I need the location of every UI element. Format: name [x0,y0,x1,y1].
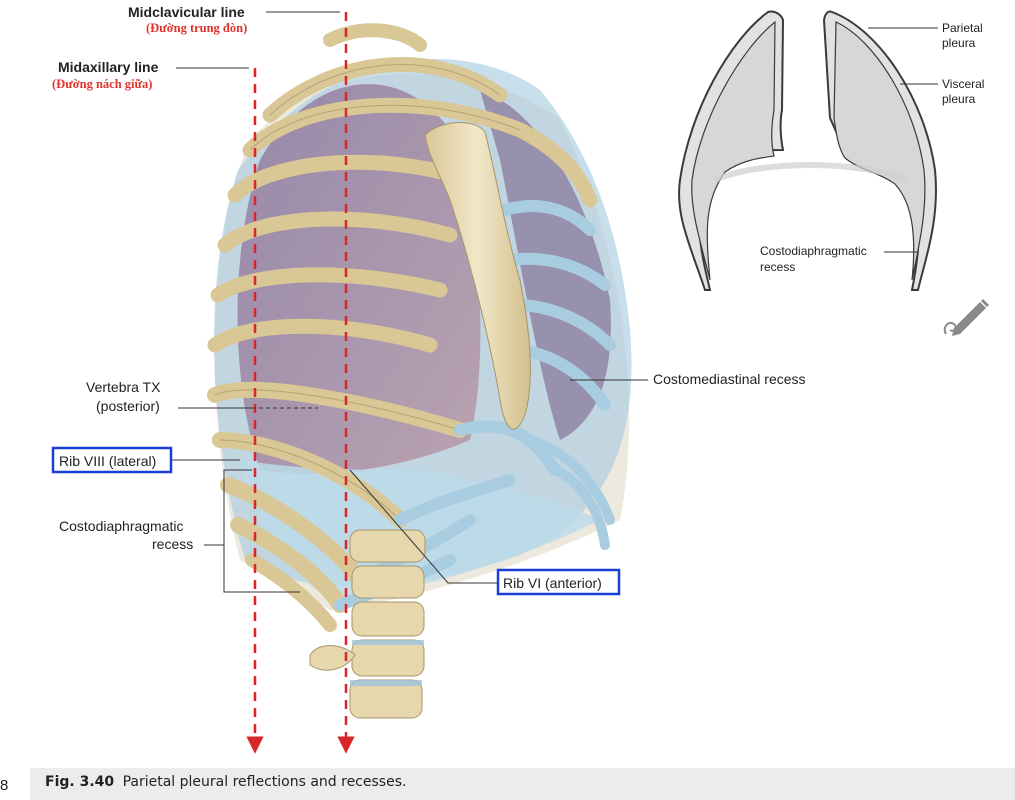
rib6-highlight-box [496,568,621,596]
midclavicular-label: Midclavicular line [128,4,245,20]
costodiaphragmatic-sub-label: recess [152,536,193,552]
page-number: 8 [0,777,9,794]
costodiaphragmatic-label: Costodiaphragmatic [59,518,184,534]
vertebra-sub-label: (posterior) [96,398,160,414]
costomediastinal-label: Costomediastinal recess [653,371,806,387]
thorax-illustration [207,23,632,719]
inset-costo-sub-label: recess [760,260,795,274]
figure-caption-text: Parietal pleural reflections and recesse… [122,774,407,790]
pleura-inset-diagram: Parietal pleura Visceral pleura Costodia… [678,10,984,291]
vertebra-label: Vertebra TX [86,379,161,395]
midaxillary-label: Midaxillary line [58,59,159,75]
rib8-label: Rib VIII (lateral) [59,453,156,469]
rib6-label: Rib VI (anterior) [503,575,602,591]
figure-caption: Fig. 3.40 Parietal pleural reflections a… [45,774,406,790]
inset-visceral-label: Visceral [942,77,984,91]
inset-costo-label: Costodiaphragmatic [760,244,867,258]
edit-pencil-icon[interactable] [943,298,990,336]
caption-bar [30,768,1015,800]
vertebral-column [309,529,426,719]
inset-parietal-sub-label: pleura [942,36,976,50]
labels: Midclavicular line (Đường trung đòn) Mid… [51,4,806,596]
sternum [424,122,531,430]
figure-label: Fig. 3.40 [45,774,115,790]
inset-parietal-label: Parietal [942,21,983,35]
guide-lines [246,12,355,754]
midaxillary-viet-label: (Đường nách giữa) [52,77,152,91]
midclavicular-viet-label: (Đường trung đòn) [146,21,247,35]
rib8-highlight-box [51,446,173,474]
inset-visceral-sub-label: pleura [942,92,976,106]
